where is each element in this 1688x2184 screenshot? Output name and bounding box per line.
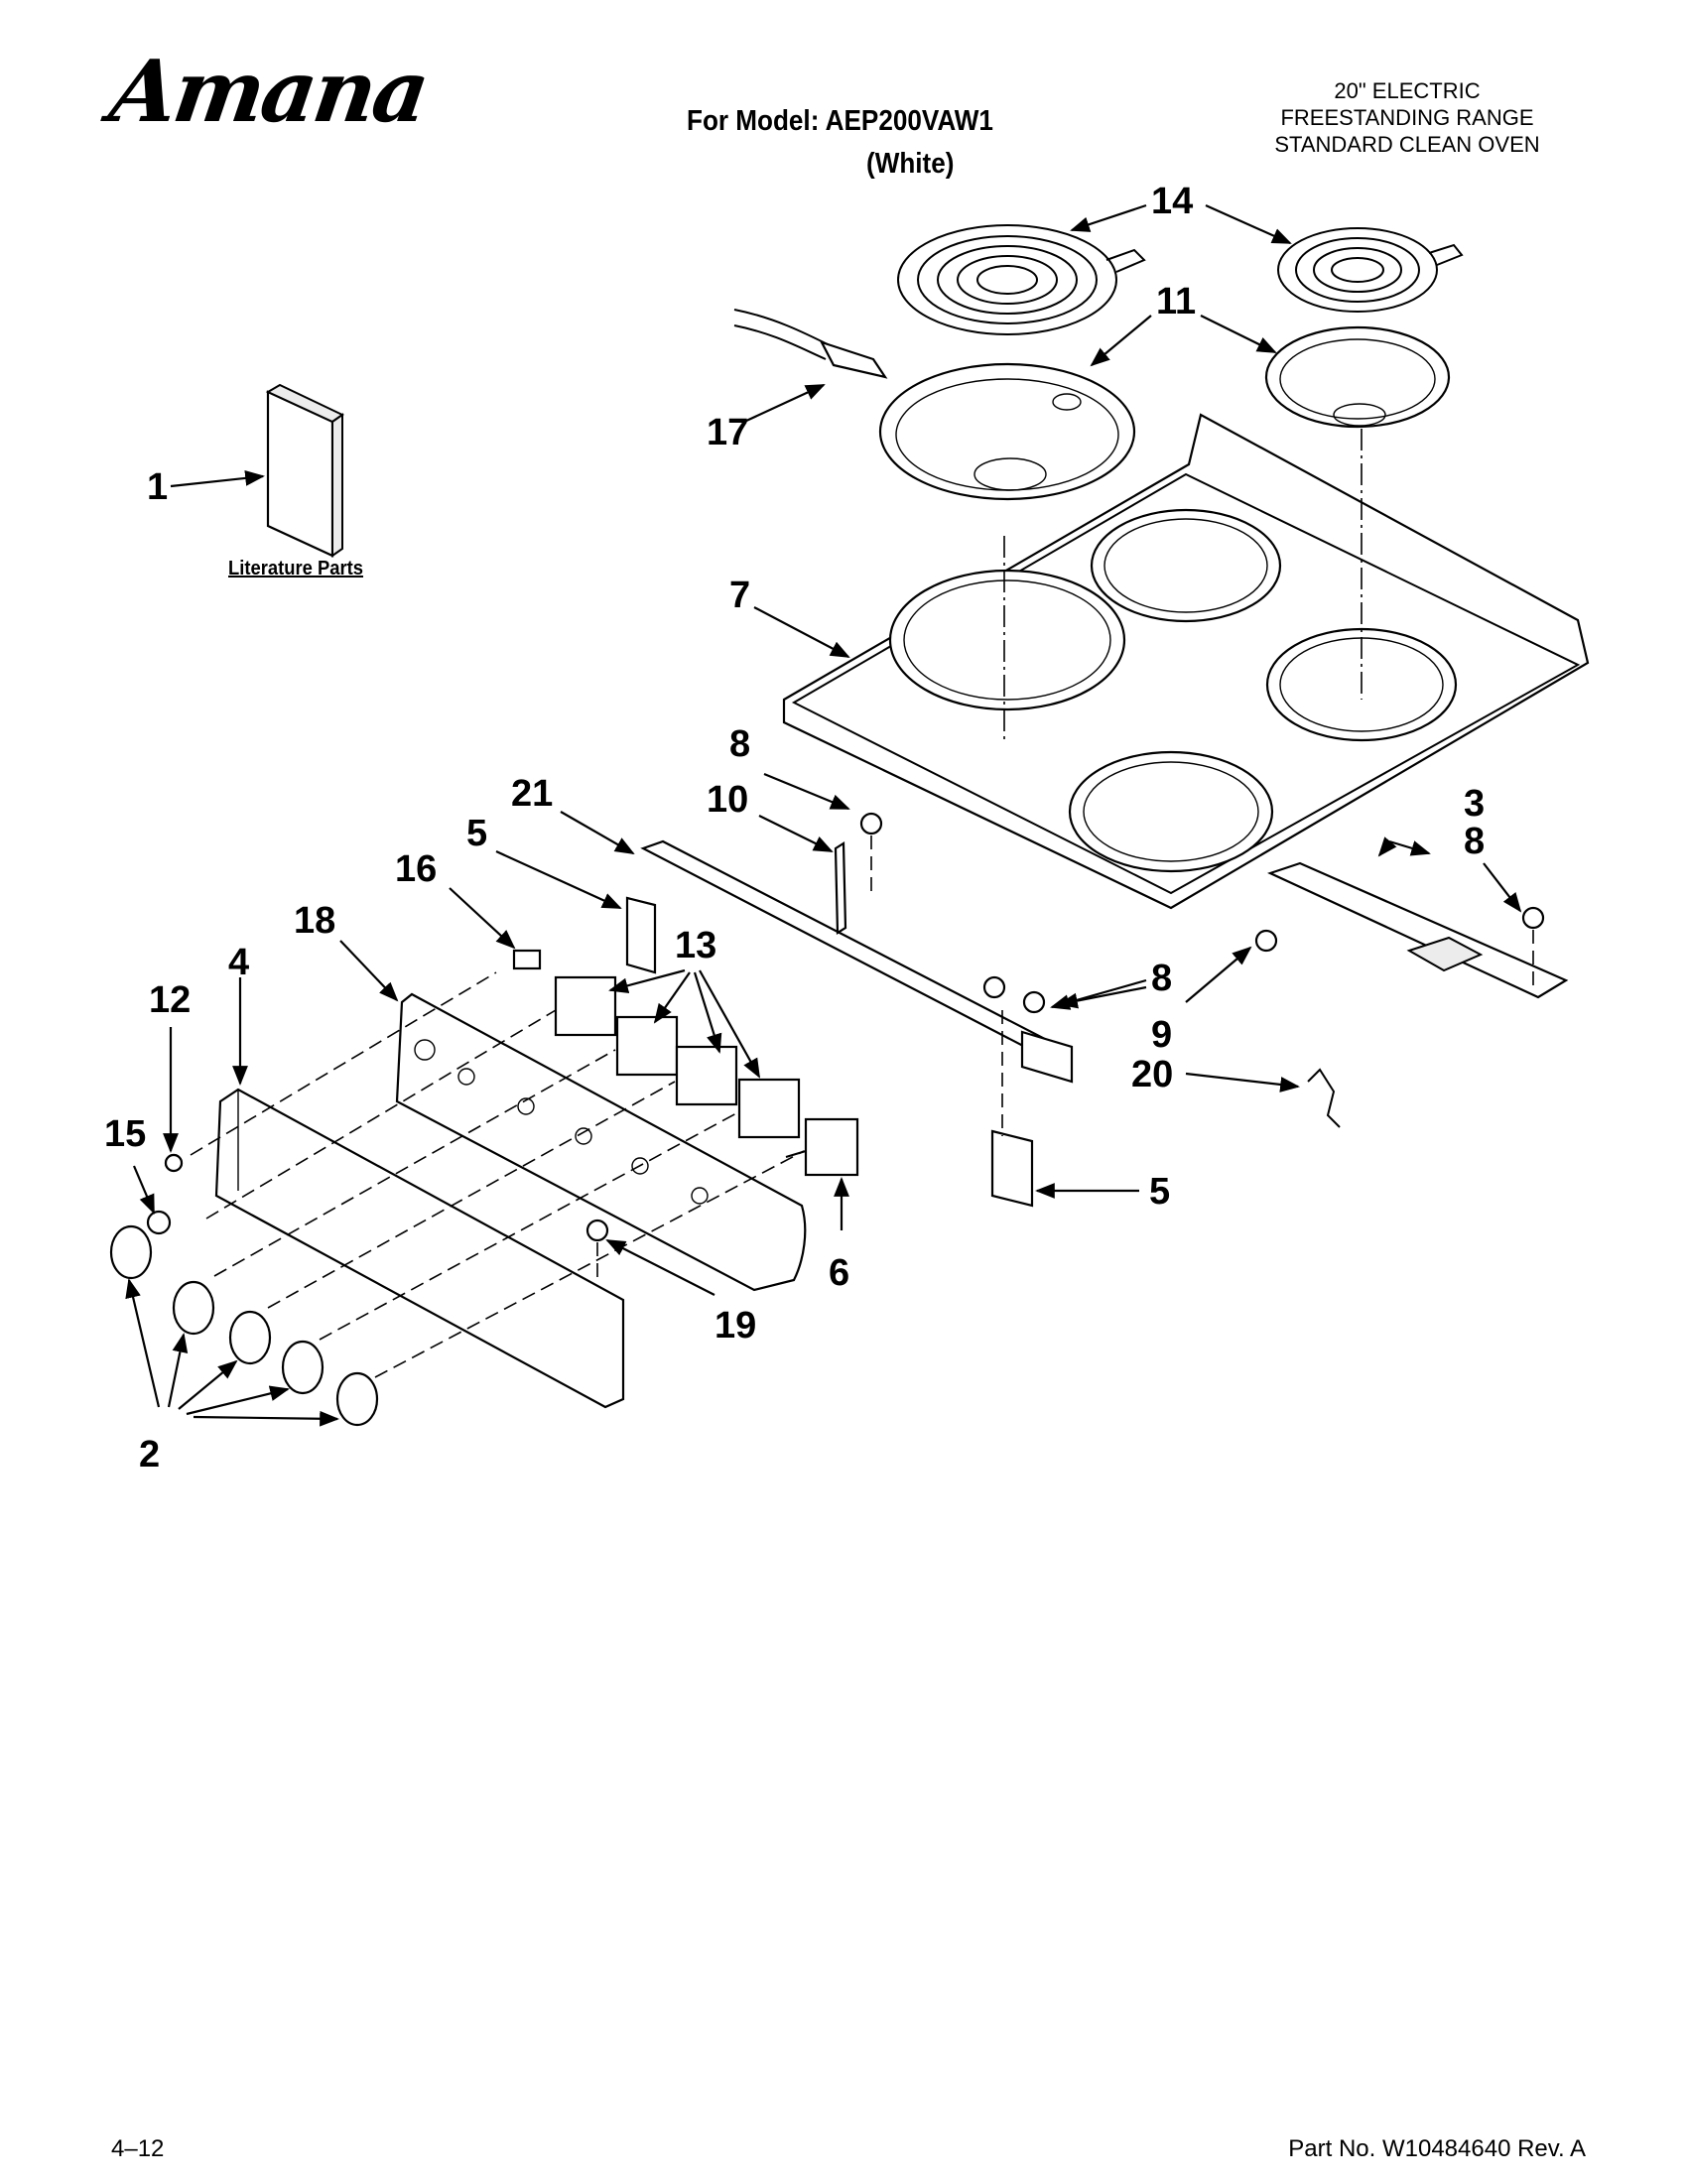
callout-numbers: 1 2 3 4 5 5 6 7 8 8 8 9 10 11 12 13 14 1… <box>104 181 1485 1476</box>
callout-2: 2 <box>139 1434 160 1476</box>
part-number: Part No. W10484640 Rev. A <box>1288 2135 1586 2162</box>
callout-8-top: 8 <box>729 723 750 765</box>
product-type-line-1: 20" ELECTRIC <box>1334 78 1481 103</box>
model-color: (White) <box>866 148 955 180</box>
callout-18: 18 <box>294 900 335 942</box>
spring-clip-part <box>1307 1068 1341 1128</box>
indicator-light-part <box>164 1153 184 1173</box>
literature-booklet-part <box>265 383 344 558</box>
small-surface-element-part <box>1277 227 1464 313</box>
callout-19: 19 <box>714 1305 756 1347</box>
screws-part-group <box>146 812 1545 1242</box>
control-knobs-part <box>109 1224 379 1427</box>
callout-13: 13 <box>675 925 716 966</box>
control-panel-front-part <box>214 1088 625 1409</box>
callout-8-right: 8 <box>1464 821 1485 862</box>
clamp-upper-part <box>625 896 657 974</box>
callout-16: 16 <box>395 848 437 890</box>
product-type-line-3: STANDARD CLEAN OVEN <box>1274 132 1540 157</box>
callout-17: 17 <box>707 412 748 453</box>
callout-21: 21 <box>511 773 553 815</box>
callout-15: 15 <box>104 1113 146 1155</box>
small-drip-bowl-part <box>1264 325 1451 429</box>
callout-10: 10 <box>707 779 748 821</box>
clamp-lower-part <box>990 1129 1034 1208</box>
callout-7: 7 <box>729 575 750 616</box>
infinite-switches-part <box>554 975 801 1139</box>
manifold-bracket-part <box>640 839 1074 1084</box>
page-number: 4–12 <box>111 2135 165 2162</box>
callout-3: 3 <box>1464 783 1485 825</box>
callout-11: 11 <box>1156 281 1196 322</box>
callout-8-mid: 8 <box>1151 958 1172 999</box>
callout-14: 14 <box>1151 181 1193 222</box>
callout-12: 12 <box>149 979 191 1021</box>
literature-parts-caption: Literature Parts <box>228 558 364 579</box>
callout-6: 6 <box>829 1252 849 1294</box>
callout-1: 1 <box>147 466 168 508</box>
callout-5-upper: 5 <box>466 813 487 854</box>
switch-part <box>512 949 542 970</box>
terminal-block-part <box>733 309 888 379</box>
assembly-guide-lines <box>190 429 1534 1378</box>
model-number: For Model: AEP200VAW1 <box>687 105 993 137</box>
control-panel-back-part <box>395 992 807 1292</box>
callout-4: 4 <box>228 942 249 983</box>
cooktop-bracket-part <box>834 841 847 935</box>
large-drip-bowl-part <box>878 362 1136 501</box>
cooktop-main-top-part <box>782 413 1590 910</box>
rear-support-bracket-part <box>1267 861 1569 999</box>
product-type-line-2: FREESTANDING RANGE <box>1280 105 1534 130</box>
callout-9: 9 <box>1151 1014 1172 1056</box>
callout-20: 20 <box>1131 1054 1173 1095</box>
large-surface-element-part <box>897 224 1146 335</box>
callout-5-lower: 5 <box>1149 1171 1170 1213</box>
callout-leader-arrows <box>125 203 1522 1427</box>
thermostat-part <box>785 1117 859 1177</box>
